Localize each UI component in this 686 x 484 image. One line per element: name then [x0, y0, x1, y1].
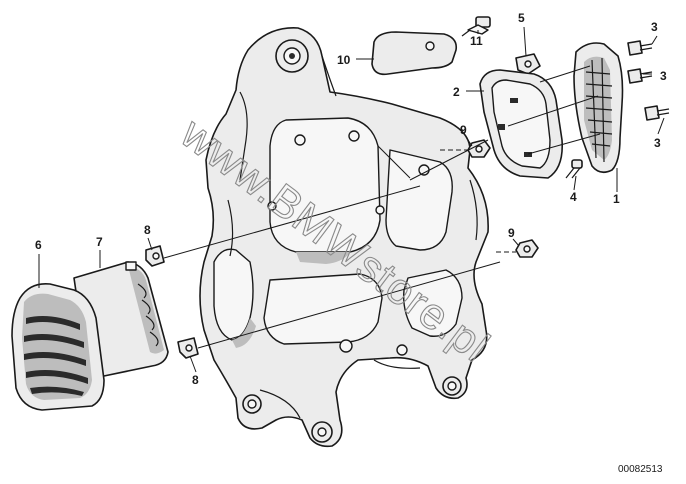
callout-11: 11: [470, 34, 483, 48]
drawing-number: 00082513: [618, 464, 663, 475]
callout-leaders: [38, 26, 665, 373]
callout-1: 1: [613, 192, 620, 206]
assembly-lines: [163, 65, 601, 349]
part-6-grille: [11, 282, 105, 411]
part-1-grille: [573, 42, 624, 174]
callout-9a: 9: [460, 123, 467, 137]
callout-labels: 1 2 3 3 3 4 5 6 7 8 8 9 9 10 11: [35, 11, 667, 387]
callout-3a: 3: [651, 20, 658, 34]
part-8-clips: [145, 245, 199, 359]
callout-8a: 8: [144, 223, 151, 237]
part-9-nuts: [440, 139, 539, 258]
callout-6: 6: [35, 238, 42, 252]
main-frame: [199, 27, 489, 448]
callout-4: 4: [570, 190, 577, 204]
callout-3c: 3: [654, 136, 661, 150]
part-5-clip: [515, 53, 541, 75]
part-10-pad: [371, 31, 458, 76]
part-4-pin: [565, 159, 583, 179]
callout-2: 2: [453, 85, 460, 99]
part-11-screw: [461, 16, 491, 37]
callout-7: 7: [96, 235, 103, 249]
part-3-screws: [627, 40, 670, 121]
part-2-gasket: [479, 69, 564, 179]
callout-5: 5: [518, 11, 525, 25]
callout-8b: 8: [192, 373, 199, 387]
callout-9b: 9: [508, 226, 515, 240]
callout-10: 10: [337, 53, 351, 67]
callout-3b: 3: [660, 69, 667, 83]
